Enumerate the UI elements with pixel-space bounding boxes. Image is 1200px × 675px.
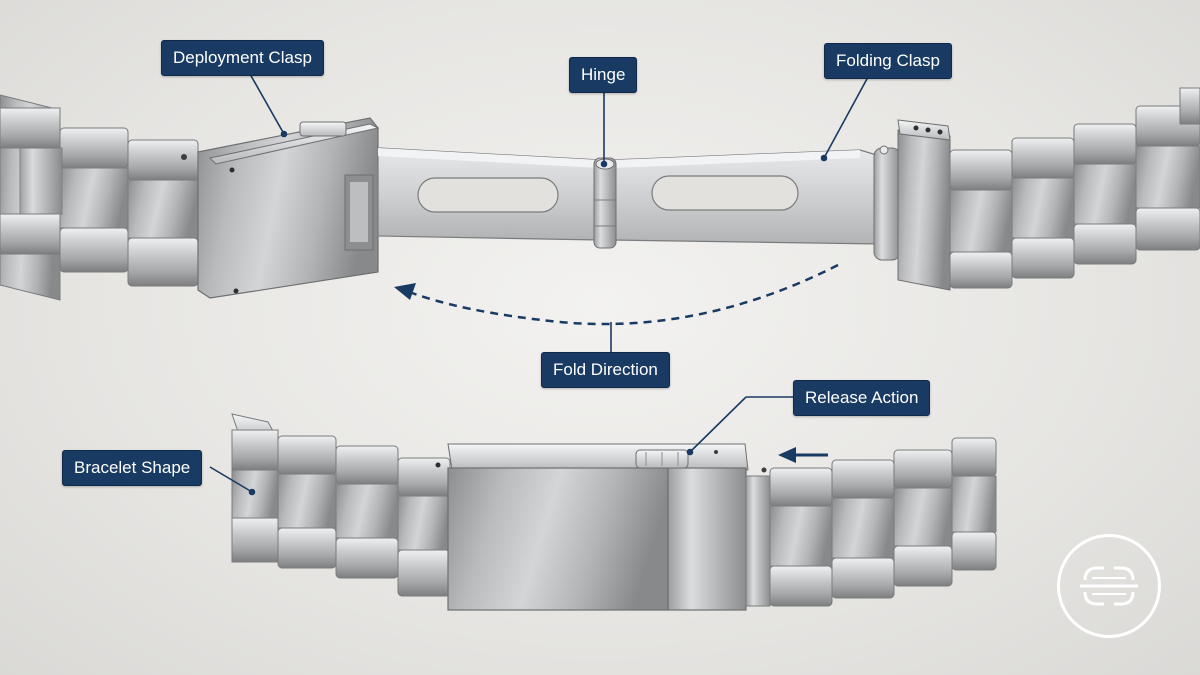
top-bracelet-left (0, 94, 199, 301)
label-release-action: Release Action (793, 380, 931, 416)
label-bracelet-shape: Bracelet Shape (62, 450, 203, 486)
label-fold-direction: Fold Direction (541, 352, 670, 388)
fold-direction-arrow (394, 263, 839, 326)
folding-blade (377, 147, 881, 249)
bottom-bracelet-left (231, 413, 451, 597)
deployment-clasp-cover (197, 117, 380, 299)
logo-badge (1057, 534, 1161, 638)
folding-clasp-buckle (873, 119, 951, 291)
label-hinge: Hinge (569, 57, 638, 93)
leader-lines (209, 73, 869, 496)
bottom-clasp (447, 443, 767, 611)
label-deployment-clasp: Deployment Clasp (161, 40, 324, 76)
top-bracelet-right (949, 87, 1200, 289)
release-arrow (778, 447, 828, 463)
label-folding-clasp: Folding Clasp (824, 43, 952, 79)
bottom-bracelet-right (745, 437, 997, 607)
